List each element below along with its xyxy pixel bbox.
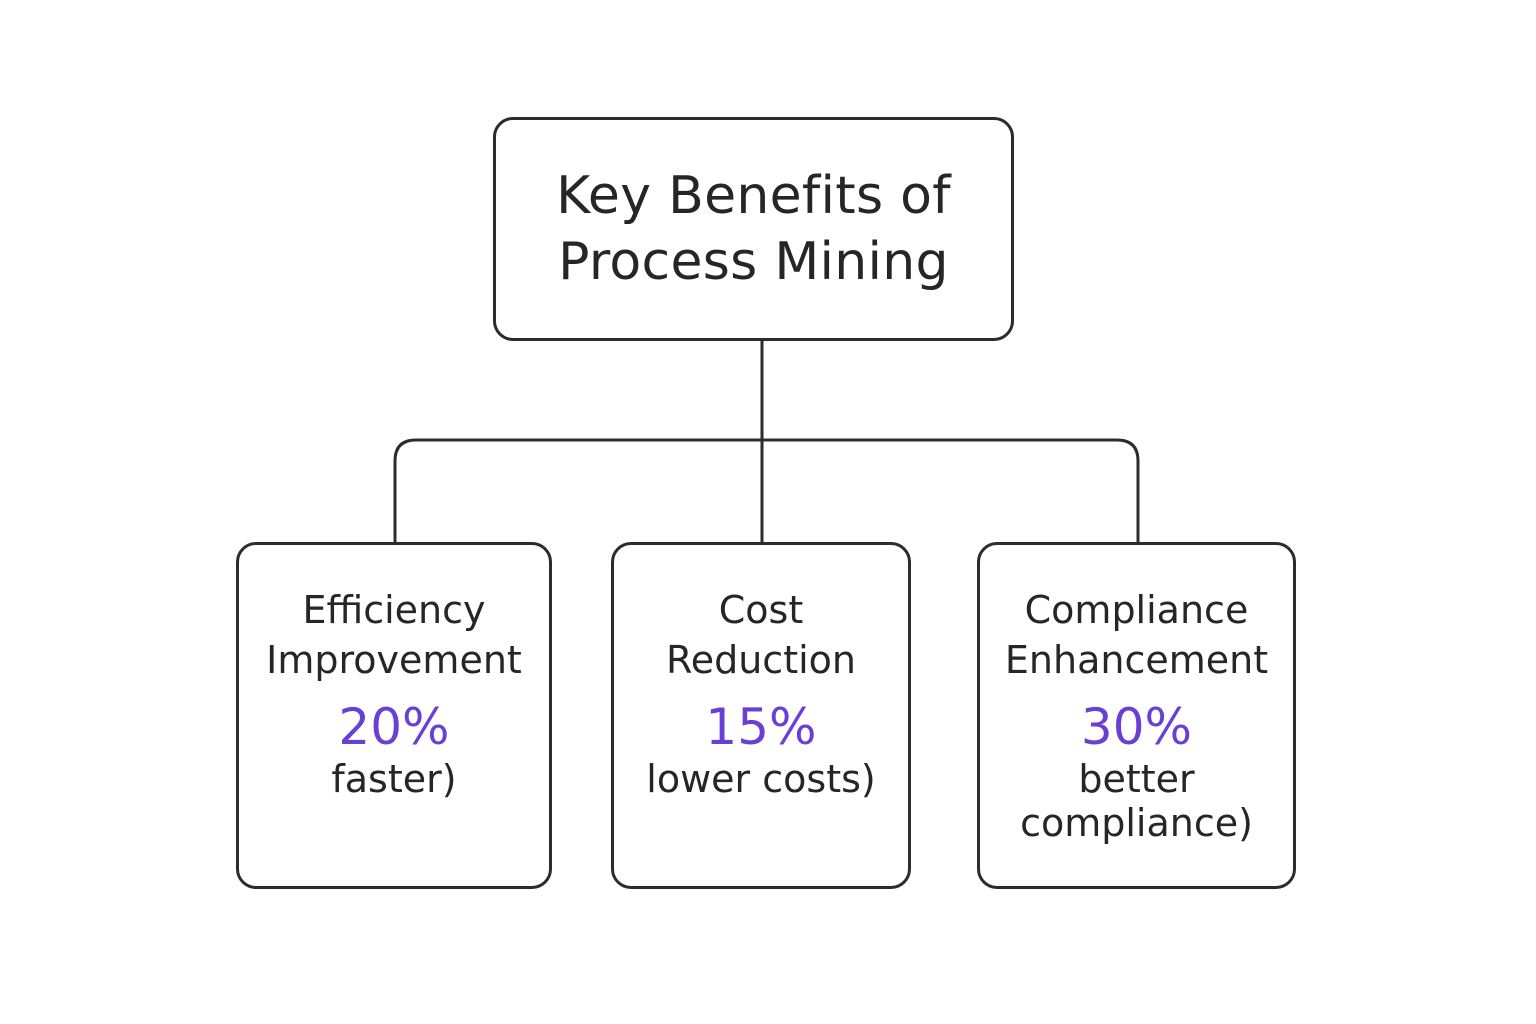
benefit-title-line-2: Reduction [666, 638, 856, 682]
benefit-description: faster) [331, 757, 456, 801]
benefit-desc-line-1: faster) [331, 757, 457, 801]
benefit-node-efficiency: Efficiency Improvement 20% faster) [236, 542, 552, 889]
benefit-title-line-2: Enhancement [1004, 638, 1269, 682]
benefit-description: better compliance) [1020, 757, 1253, 845]
benefit-desc-line-2: compliance) [1020, 801, 1253, 845]
benefit-node-compliance: Compliance Enhancement 30% better compli… [977, 542, 1296, 889]
benefit-desc-line-1: better [1078, 757, 1195, 801]
branch-right-line [760, 438, 1140, 544]
benefit-title-line-2: Improvement [266, 638, 522, 682]
benefit-title-line-1: Efficiency [302, 588, 486, 632]
benefit-node-cost: Cost Reduction 15% lower costs) [611, 542, 911, 889]
benefit-value: 30% [1080, 698, 1193, 756]
root-title-line-2: Process Mining [558, 232, 949, 292]
branch-left-line [393, 438, 764, 544]
benefit-value: 20% [338, 698, 450, 756]
benefit-description: lower costs) [646, 757, 875, 801]
benefit-title-line-1: Compliance [1024, 588, 1249, 632]
benefit-title-line-1: Cost [718, 588, 804, 632]
benefit-desc-line-1: lower costs) [646, 757, 876, 801]
root-node: Key Benefits of Process Mining [493, 117, 1014, 341]
root-title: Key Benefits of Process Mining [556, 163, 951, 295]
benefit-value: 15% [705, 698, 817, 756]
benefit-title: Compliance Enhancement [1005, 585, 1268, 685]
benefit-title: Efficiency Improvement [266, 585, 522, 685]
benefit-title: Cost Reduction [666, 585, 856, 685]
root-title-line-1: Key Benefits of [556, 166, 951, 226]
